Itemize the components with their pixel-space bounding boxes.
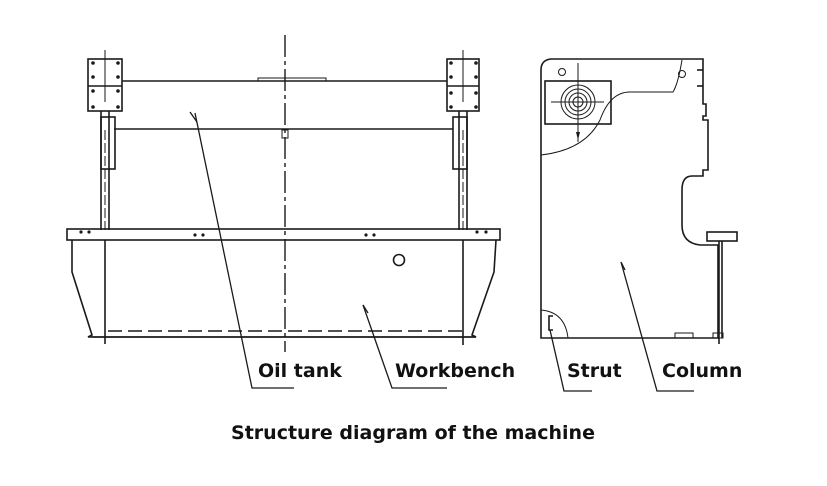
diagram-caption: Structure diagram of the machine	[231, 422, 595, 444]
workbench-leader	[362, 304, 447, 389]
oil-port	[392, 253, 406, 267]
workbench-top-plate	[66, 228, 501, 241]
strut-label: Strut	[567, 360, 622, 382]
strut-leader	[549, 329, 592, 392]
oil-tank-label: Oil tank	[258, 360, 342, 382]
beam-marker	[281, 129, 289, 139]
oil-tank-body	[71, 239, 497, 345]
left-cylinder-block	[87, 50, 123, 112]
right-column	[452, 111, 468, 230]
cylinder-window	[544, 63, 612, 142]
column-curve	[540, 59, 683, 156]
front-view: Oil tank Workbench	[66, 35, 515, 389]
foot-pin-head	[706, 231, 738, 242]
oil-tank-leader	[194, 112, 294, 389]
top-plate	[257, 77, 327, 82]
strut-corner	[540, 309, 569, 339]
column-outline	[540, 58, 719, 339]
right-cylinder-block	[446, 50, 480, 112]
column-label: Column	[662, 360, 742, 382]
left-column	[100, 111, 116, 230]
side-view: Strut Column	[540, 58, 742, 392]
workbench-label: Workbench	[395, 360, 515, 382]
column-leader	[620, 261, 694, 392]
strut	[548, 315, 553, 331]
